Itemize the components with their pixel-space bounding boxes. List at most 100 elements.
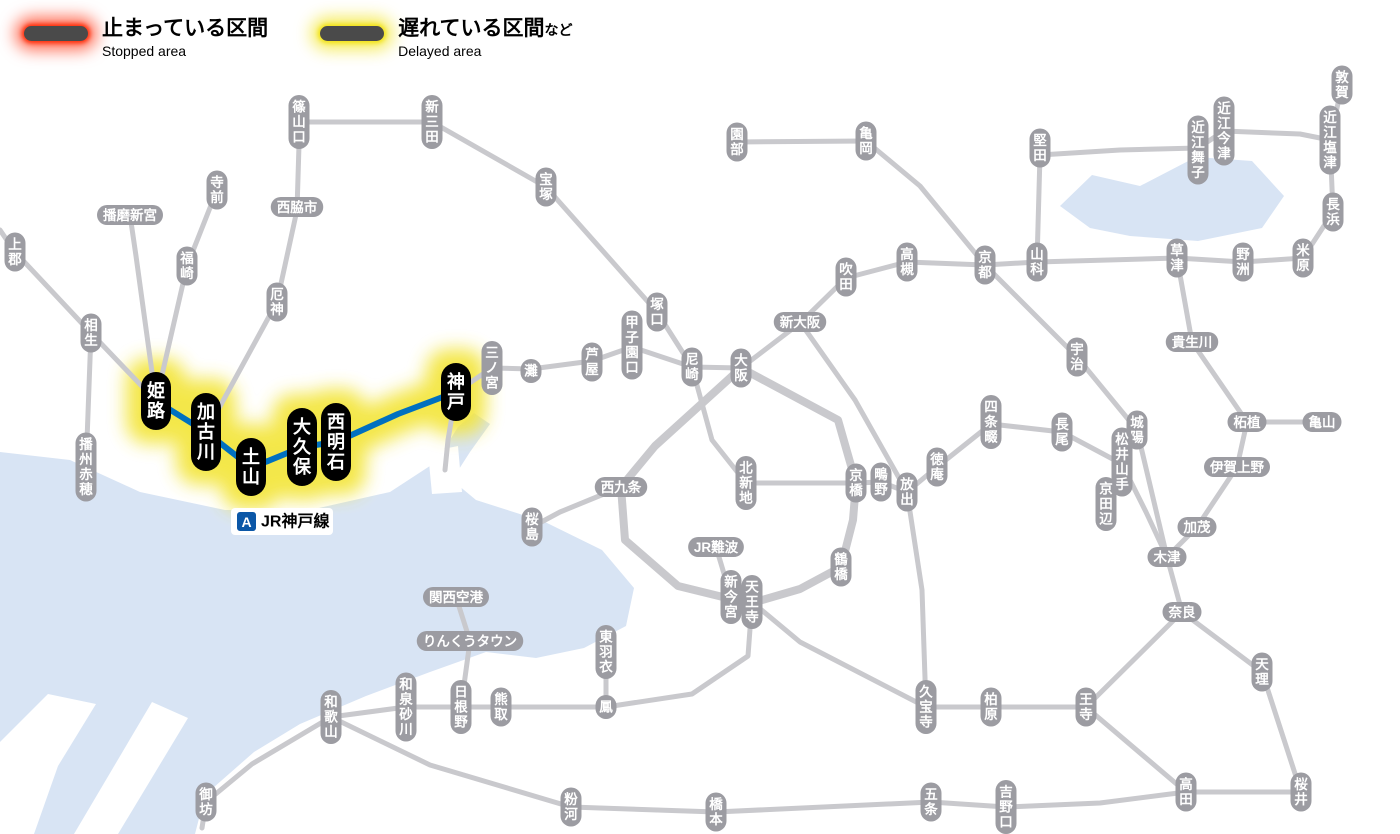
station-pill: 和泉砂川 bbox=[395, 672, 417, 742]
station-pill: 鳳 bbox=[595, 695, 617, 719]
svg-text:京都: 京都 bbox=[977, 249, 992, 280]
svg-text:鴫野: 鴫野 bbox=[874, 466, 888, 497]
rail-line bbox=[1164, 419, 1250, 560]
station-pill: 柘植 bbox=[1227, 412, 1267, 432]
svg-text:宝塚: 宝塚 bbox=[539, 171, 553, 202]
station-pill: 敦賀 bbox=[1331, 65, 1353, 105]
station-pill: 粉河 bbox=[560, 787, 582, 827]
line-letter-badge bbox=[237, 512, 256, 531]
station-pill: 四条畷 bbox=[980, 395, 1002, 449]
svg-text:新今宮: 新今宮 bbox=[724, 574, 738, 620]
svg-text:園部: 園部 bbox=[730, 127, 744, 157]
svg-text:相生: 相生 bbox=[84, 317, 98, 348]
station-pill: 寺前 bbox=[206, 170, 228, 210]
line-name-text: JR神戸線 bbox=[261, 512, 329, 531]
station-pill: 近江今津 bbox=[1213, 96, 1235, 166]
station-pill: 天理 bbox=[1251, 652, 1273, 692]
station-pill: 園部 bbox=[726, 122, 748, 162]
station-pill-active: 加古川 bbox=[191, 393, 221, 471]
svg-text:長浜: 長浜 bbox=[1326, 197, 1340, 227]
svg-text:土山: 土山 bbox=[242, 447, 260, 487]
svg-text:山科: 山科 bbox=[1030, 247, 1044, 277]
svg-text:橋本: 橋本 bbox=[709, 796, 723, 827]
svg-text:甲子園口: 甲子園口 bbox=[625, 315, 639, 375]
station-pill: 王寺 bbox=[1075, 687, 1097, 727]
station-pill: 高田 bbox=[1175, 772, 1197, 812]
svg-text:宇治: 宇治 bbox=[1070, 341, 1084, 372]
station-pill: 橋本 bbox=[705, 792, 727, 832]
station-pill: 桜井 bbox=[1290, 772, 1312, 812]
station-pill: 尼崎 bbox=[681, 347, 703, 387]
svg-text:米原: 米原 bbox=[1296, 242, 1310, 273]
svg-text:篠山口: 篠山口 bbox=[292, 99, 306, 145]
station-pill-active: 姫路 bbox=[141, 372, 171, 430]
station-pill: 福崎 bbox=[176, 246, 198, 286]
svg-text:近江塩津: 近江塩津 bbox=[1323, 109, 1337, 170]
rail-line bbox=[203, 142, 302, 435]
svg-text:放出: 放出 bbox=[899, 476, 914, 507]
station-pill: 奈良 bbox=[1162, 602, 1202, 622]
svg-text:高田: 高田 bbox=[1179, 776, 1193, 807]
svg-text:京橋: 京橋 bbox=[849, 467, 863, 498]
station-pill-active: 土山 bbox=[236, 438, 266, 496]
station-pill: 日根野 bbox=[450, 680, 472, 734]
station-pill: 芦屋 bbox=[581, 342, 603, 382]
rail-line bbox=[734, 138, 988, 268]
svg-text:柏原: 柏原 bbox=[984, 691, 998, 722]
svg-text:加茂: 加茂 bbox=[1183, 519, 1212, 535]
svg-text:草津: 草津 bbox=[1170, 242, 1184, 273]
station-pill: 播州赤穂 bbox=[75, 432, 97, 502]
station-pill: 吉野口 bbox=[995, 780, 1017, 834]
station-pill: 久宝寺 bbox=[915, 680, 937, 734]
svg-text:亀岡: 亀岡 bbox=[859, 125, 873, 156]
svg-text:播磨新宮: 播磨新宮 bbox=[103, 207, 157, 223]
svg-text:灘: 灘 bbox=[524, 363, 538, 379]
rail-line bbox=[749, 599, 1185, 710]
svg-text:近江舞子: 近江舞子 bbox=[1191, 119, 1205, 180]
station-pill: 京都 bbox=[974, 245, 996, 285]
svg-text:鳳: 鳳 bbox=[599, 699, 613, 715]
station-pill: 野洲 bbox=[1232, 242, 1254, 282]
svg-text:加古川: 加古川 bbox=[196, 402, 215, 462]
station-pill: 徳庵 bbox=[926, 447, 948, 487]
land-patch bbox=[74, 702, 188, 834]
station-pill: 熊取 bbox=[490, 687, 512, 727]
svg-text:高槻: 高槻 bbox=[900, 246, 914, 277]
rail-line bbox=[127, 212, 159, 404]
svg-text:長尾: 長尾 bbox=[1055, 417, 1069, 447]
svg-text:城陽: 城陽 bbox=[1130, 414, 1144, 445]
svg-text:大久保: 大久保 bbox=[292, 416, 312, 477]
svg-text:御坊: 御坊 bbox=[198, 786, 213, 817]
station-pill-active: 大久保 bbox=[287, 408, 317, 486]
svg-text:吹田: 吹田 bbox=[839, 261, 853, 292]
svg-text:大阪: 大阪 bbox=[734, 352, 748, 383]
svg-text:日根野: 日根野 bbox=[454, 685, 468, 730]
svg-text:柘植: 柘植 bbox=[1233, 414, 1262, 430]
station-pill: 三ノ宮 bbox=[481, 341, 503, 395]
station-pill: 近江舞子 bbox=[1187, 115, 1209, 185]
station-pill: 宝塚 bbox=[535, 167, 557, 207]
stopped-sample-bar bbox=[24, 26, 88, 41]
station-pill: 宇治 bbox=[1066, 337, 1088, 377]
station-pill: りんくうタウン bbox=[416, 631, 524, 651]
svg-text:福崎: 福崎 bbox=[179, 250, 194, 281]
station-pill: 京田辺 bbox=[1095, 477, 1117, 531]
station-pill: 播磨新宮 bbox=[97, 205, 163, 225]
station-pill: 塚口 bbox=[646, 292, 668, 332]
svg-text:敦賀: 敦賀 bbox=[1334, 69, 1349, 100]
svg-text:三ノ宮: 三ノ宮 bbox=[485, 346, 499, 391]
rail-line bbox=[328, 714, 1189, 815]
station-pill: 上郡 bbox=[4, 232, 26, 272]
station-pill: 桜島 bbox=[521, 507, 543, 547]
svg-text:西九条: 西九条 bbox=[601, 479, 642, 495]
svg-text:上郡: 上郡 bbox=[7, 237, 22, 267]
station-pill: 吹田 bbox=[835, 257, 857, 297]
svg-text:播州赤穂: 播州赤穂 bbox=[78, 436, 93, 497]
station-pill: 亀山 bbox=[1302, 412, 1342, 432]
rail-line bbox=[1179, 609, 1304, 795]
svg-text:吉野口: 吉野口 bbox=[999, 784, 1013, 830]
svg-text:厄神: 厄神 bbox=[270, 287, 284, 317]
svg-text:天王寺: 天王寺 bbox=[745, 580, 759, 625]
